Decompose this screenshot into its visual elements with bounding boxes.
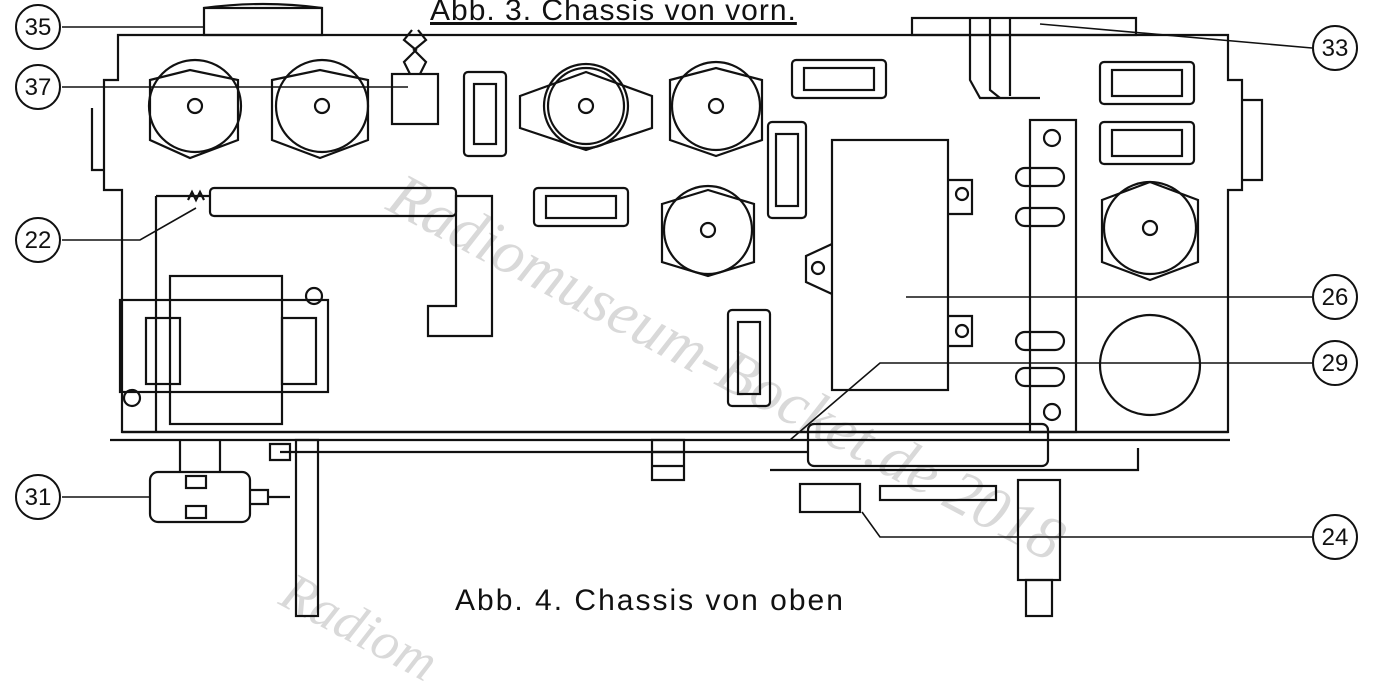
figure-title: Abb. 3. Chassis von vorn. — [430, 0, 797, 27]
callout-35 — [15, 4, 61, 50]
bottom-caption: Abb. 4. Chassis von oben — [455, 584, 845, 617]
callout-22 — [15, 217, 61, 263]
callout-22-label: 22 — [25, 227, 52, 254]
callout-markers — [15, 4, 1358, 560]
callout-24-label: 24 — [1322, 524, 1349, 551]
clip-socket-1 — [462, 70, 508, 158]
diagram-canvas: Radiomuseum-Bocket.de 2018 Radiom — [15, 0, 1358, 693]
tuning-rod — [154, 186, 494, 432]
clip-socket-3 — [1098, 60, 1196, 106]
tube-socket-6 — [1100, 180, 1200, 282]
switch-bracket — [910, 16, 1138, 100]
tube-socket-5 — [660, 184, 756, 278]
leader-lines — [62, 23, 1313, 538]
clip-socket-5 — [532, 186, 630, 228]
clip-socket-4 — [1098, 120, 1196, 166]
callout-26-label: 26 — [1322, 284, 1349, 311]
terminal-strip — [1014, 118, 1078, 434]
tube-socket-2 — [270, 58, 370, 160]
small-resistor — [390, 72, 440, 126]
tube-socket-1 — [147, 58, 243, 160]
callout-33-label: 33 — [1322, 35, 1349, 62]
transformer — [118, 274, 330, 426]
callout-24 — [1312, 514, 1358, 560]
clip-socket-2 — [790, 58, 888, 100]
callout-29 — [1312, 340, 1358, 386]
capacitor-block — [804, 138, 974, 392]
tube-socket-4 — [668, 60, 764, 158]
clip-socket-7 — [726, 308, 772, 408]
callout-29-label: 29 — [1322, 350, 1349, 377]
callout-33 — [1312, 25, 1358, 71]
callout-35-label: 35 — [25, 14, 52, 41]
chassis-drawing: 35 37 22 31 33 26 29 24 — [15, 2, 1358, 618]
clip-socket-6 — [766, 120, 808, 220]
tube-socket-3 — [518, 62, 654, 152]
callout-31 — [15, 474, 61, 520]
dial-drive — [268, 422, 1140, 618]
top-connector — [202, 2, 324, 37]
callout-31-label: 31 — [25, 484, 52, 511]
callout-37 — [15, 64, 61, 110]
callout-26 — [1312, 274, 1358, 320]
callout-37-label: 37 — [25, 74, 52, 101]
speaker-opening — [1098, 313, 1202, 417]
